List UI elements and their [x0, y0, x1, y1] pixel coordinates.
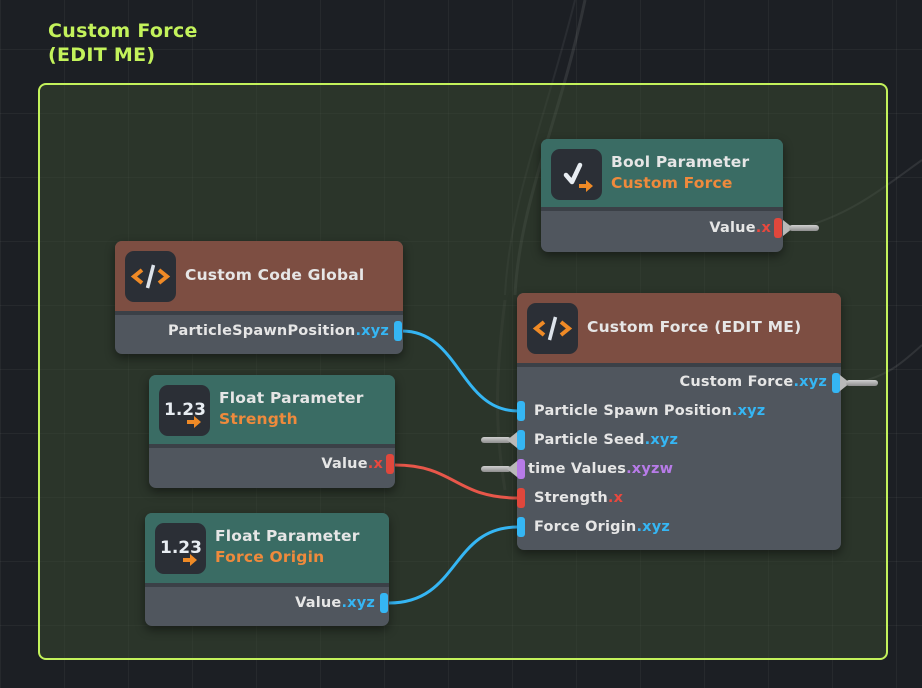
node-subtitle: Force Origin	[215, 548, 325, 566]
node-custom-code-global[interactable]: Custom Code Global ParticleSpawnPosition…	[115, 241, 403, 354]
icon-text: 1.23	[164, 400, 206, 420]
input-port-particle-seed[interactable]: Particle Seed.xyz	[534, 429, 678, 451]
output-port-value[interactable]: Value.x	[709, 217, 771, 239]
faint-wire	[859, 344, 922, 383]
group-title-line2: (EDIT ME)	[48, 44, 156, 66]
port-swizzle: .xyz	[355, 323, 389, 339]
node-title: Custom Code Global	[185, 266, 365, 284]
port-swizzle: .xyz	[793, 374, 827, 390]
port-swizzle: .xyz	[341, 595, 375, 611]
node-title: Custom Force (EDIT ME)	[587, 318, 802, 336]
faint-wire	[504, 0, 576, 296]
output-stub[interactable]	[789, 225, 819, 231]
input-port-strength[interactable]: Strength.x	[534, 487, 623, 509]
output-stub-cone	[840, 375, 850, 391]
port-swizzle: .xyz	[644, 432, 679, 448]
node-header[interactable]: Bool Parameter Custom Force	[541, 139, 783, 211]
float-123-arrow-icon: 1.23	[155, 523, 206, 574]
wire-spawn-position	[401, 329, 519, 413]
group-title[interactable]: Custom Force (EDIT ME)	[48, 19, 198, 67]
port-label: Custom Force	[679, 374, 794, 390]
port-swizzle: .xyzw	[626, 461, 674, 477]
port-label: Strength	[534, 490, 608, 506]
output-pin[interactable]	[832, 373, 840, 393]
node-subtitle: Custom Force	[611, 174, 733, 192]
port-swizzle: .xyz	[636, 519, 670, 535]
output-stub[interactable]	[846, 380, 878, 386]
port-label: Particle Spawn Position	[534, 403, 732, 419]
port-label: Force Origin	[534, 519, 637, 535]
input-stub[interactable]	[481, 437, 511, 443]
port-swizzle: .x	[755, 220, 771, 236]
node-float-parameter-force-origin[interactable]: 1.23 Float Parameter Force Origin Value.…	[145, 513, 389, 626]
port-swizzle: .x	[607, 490, 624, 506]
output-pin[interactable]	[380, 593, 388, 613]
input-stub-cone	[507, 432, 517, 448]
output-stub-cone	[783, 220, 793, 236]
node-title: Float Parameter	[219, 389, 364, 407]
node-header[interactable]: 1.23 Float Parameter Strength	[149, 375, 395, 448]
port-label: Value	[321, 456, 368, 472]
input-pin[interactable]	[517, 459, 525, 479]
node-custom-force[interactable]: Custom Force (EDIT ME) Custom Force.xyz …	[481, 293, 878, 550]
node-bool-parameter[interactable]: Bool Parameter Custom Force Value.x	[541, 139, 819, 252]
output-pin[interactable]	[386, 454, 394, 474]
node-float-parameter-strength[interactable]: 1.23 Float Parameter Strength Value.x	[149, 375, 395, 488]
code-brackets-icon	[527, 303, 578, 354]
node-title: Float Parameter	[215, 527, 360, 545]
node-header[interactable]: Custom Force (EDIT ME)	[517, 293, 841, 367]
port-label: time Values	[528, 461, 627, 477]
input-pin[interactable]	[517, 401, 525, 421]
float-123-arrow-icon: 1.23	[159, 385, 210, 436]
output-port-custom-force[interactable]: Custom Force.xyz	[680, 371, 827, 393]
faint-wire	[799, 159, 922, 229]
output-pin[interactable]	[774, 218, 782, 238]
input-stub[interactable]	[481, 466, 511, 472]
output-port-value[interactable]: Value.x	[321, 453, 383, 475]
code-brackets-icon	[125, 251, 176, 302]
port-swizzle: .xyz	[731, 403, 766, 419]
output-pin[interactable]	[394, 321, 402, 341]
input-stub-cone	[507, 461, 517, 477]
input-port-time-values[interactable]: time Values.xyzw	[528, 458, 673, 480]
port-label: ParticleSpawnPosition	[168, 323, 356, 339]
wire-force-origin	[388, 525, 519, 605]
input-pin[interactable]	[517, 517, 525, 537]
port-label: Value	[295, 595, 342, 611]
input-pin[interactable]	[517, 488, 525, 508]
node-subtitle: Strength	[219, 410, 298, 428]
output-port-value[interactable]: Value.xyz	[295, 592, 375, 614]
port-label: Value	[709, 220, 756, 236]
checkmark-arrow-icon	[551, 149, 602, 200]
group-title-line1: Custom Force	[48, 20, 198, 42]
port-swizzle: .x	[367, 456, 383, 472]
icon-text: 1.23	[160, 538, 202, 558]
output-port-particle-spawn-position[interactable]: ParticleSpawnPosition.xyz	[168, 320, 389, 342]
input-pin[interactable]	[517, 430, 525, 450]
port-label: Particle Seed	[534, 432, 645, 448]
input-port-force-origin[interactable]: Force Origin.xyz	[534, 516, 670, 538]
node-title: Bool Parameter	[611, 153, 750, 171]
input-port-particle-spawn-position[interactable]: Particle Spawn Position.xyz	[534, 400, 765, 422]
wire-strength	[394, 463, 519, 500]
node-header[interactable]: Custom Code Global	[115, 241, 403, 315]
node-header[interactable]: 1.23 Float Parameter Force Origin	[145, 513, 389, 587]
